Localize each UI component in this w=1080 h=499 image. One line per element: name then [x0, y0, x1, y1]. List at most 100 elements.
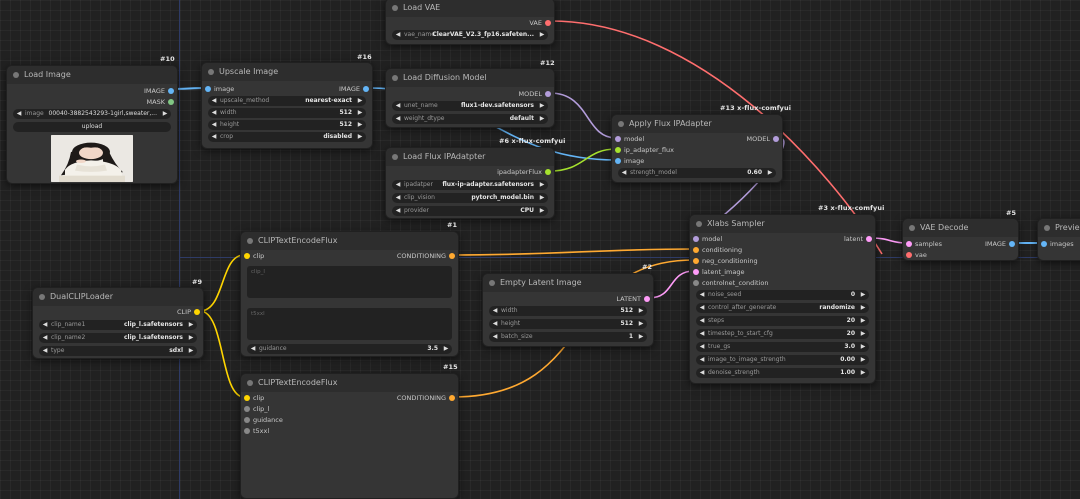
input-controlnet-condition[interactable]: controlnet_condition	[690, 278, 769, 288]
node-vae-decode[interactable]: VAE Decode samples IMAGE vae	[902, 218, 1019, 261]
output-image[interactable]: IMAGE	[144, 86, 177, 96]
output-dot-icon[interactable]	[194, 309, 200, 315]
node-title[interactable]: Xlabs Sampler	[690, 215, 875, 233]
input-dot-icon[interactable]	[244, 428, 250, 434]
arrow-right-icon[interactable]: ▶	[188, 334, 194, 341]
noise-seed-widget[interactable]: ◀ noise_seed 0 ▶	[696, 290, 869, 300]
weight-dtype-widget[interactable]: ◀ weight_dtype default ▶	[392, 114, 548, 124]
output-dot-icon[interactable]	[449, 253, 455, 259]
clip-name1-widget[interactable]: ◀ clip_name1 clip_l.safetensors ▶	[39, 320, 197, 330]
node-load-diffusion-model[interactable]: Load Diffusion Model MODEL ◀ unet_name f…	[385, 68, 555, 128]
node-clip-text-encode-flux-1[interactable]: CLIPTextEncodeFlux clip CONDITIONING cli…	[240, 231, 459, 357]
node-empty-latent-image[interactable]: Empty Latent Image LATENT ◀ width 512 ▶ …	[482, 273, 654, 347]
denoise-strength-widget[interactable]: ◀ denoise_strength 1.00 ▶	[696, 368, 869, 378]
ipadatper-widget[interactable]: ◀ ipadatper flux-ip-adapter.safetensors …	[392, 180, 548, 190]
collapse-dot-icon[interactable]	[13, 72, 19, 78]
collapse-dot-icon[interactable]	[392, 154, 398, 160]
input-ip-adapter-flux[interactable]: ip_adapter_flux	[612, 145, 674, 155]
output-dot-icon[interactable]	[545, 20, 551, 26]
upscale-method-widget[interactable]: ◀ upscale_method nearest-exact ▶	[208, 96, 366, 106]
arrow-left-icon[interactable]: ◀	[699, 369, 705, 376]
arrow-right-icon[interactable]: ▶	[638, 307, 644, 314]
input-dot-icon[interactable]	[693, 236, 699, 242]
output-conditioning[interactable]: CONDITIONING	[397, 251, 458, 261]
true-gs-widget[interactable]: ◀ true_gs 3.0 ▶	[696, 342, 869, 352]
output-model[interactable]: MODEL	[519, 89, 554, 99]
node-title[interactable]: VAE Decode	[903, 219, 1018, 237]
arrow-left-icon[interactable]: ◀	[699, 291, 705, 298]
arrow-left-icon[interactable]: ◀	[492, 333, 498, 340]
arrow-right-icon[interactable]: ▶	[860, 304, 866, 311]
arrow-right-icon[interactable]: ▶	[188, 347, 194, 354]
input-samples[interactable]: samples	[903, 239, 942, 249]
width-widget[interactable]: ◀ width 512 ▶	[489, 306, 647, 316]
guidance-widget[interactable]: ◀ guidance 3.5 ▶	[247, 344, 452, 354]
input-dot-icon[interactable]	[205, 86, 211, 92]
arrow-left-icon[interactable]: ◀	[395, 181, 401, 188]
input-dot-icon[interactable]	[906, 252, 912, 258]
node-clip-text-encode-flux-2[interactable]: CLIPTextEncodeFlux clip CONDITIONING cli…	[240, 373, 459, 499]
crop-widget[interactable]: ◀ crop disabled ▶	[208, 132, 366, 142]
arrow-left-icon[interactable]: ◀	[699, 356, 705, 363]
arrow-left-icon[interactable]: ◀	[699, 304, 705, 311]
output-dot-icon[interactable]	[168, 88, 174, 94]
input-dot-icon[interactable]	[693, 247, 699, 253]
output-dot-icon[interactable]	[644, 296, 650, 302]
output-dot-icon[interactable]	[866, 236, 872, 242]
arrow-left-icon[interactable]: ◀	[395, 31, 401, 38]
input-dot-icon[interactable]	[244, 253, 250, 259]
collapse-dot-icon[interactable]	[247, 380, 253, 386]
arrow-right-icon[interactable]: ▶	[539, 102, 545, 109]
node-title[interactable]: Load VAE	[386, 0, 554, 17]
arrow-left-icon[interactable]: ◀	[211, 97, 217, 104]
arrow-right-icon[interactable]: ▶	[767, 169, 773, 176]
output-dot-icon[interactable]	[545, 169, 551, 175]
input-image[interactable]: image	[612, 156, 644, 166]
arrow-left-icon[interactable]: ◀	[250, 345, 256, 352]
arrow-left-icon[interactable]: ◀	[42, 321, 48, 328]
node-apply-flux-ipadapter[interactable]: Apply Flux IPAdapter model MODEL ip_adap…	[611, 114, 783, 183]
input-conditioning[interactable]: conditioning	[690, 245, 742, 255]
input-guidance[interactable]: guidance	[241, 415, 283, 425]
provider-widget[interactable]: ◀ provider CPU ▶	[392, 206, 548, 216]
width-widget[interactable]: ◀ width 512 ▶	[208, 108, 366, 118]
arrow-right-icon[interactable]: ▶	[357, 121, 363, 128]
input-dot-icon[interactable]	[1041, 241, 1047, 247]
arrow-left-icon[interactable]: ◀	[699, 317, 705, 324]
arrow-right-icon[interactable]: ▶	[357, 109, 363, 116]
input-dot-icon[interactable]	[615, 158, 621, 164]
input-clip[interactable]: clip	[241, 251, 264, 261]
arrow-right-icon[interactable]: ▶	[188, 321, 194, 328]
node-title[interactable]: Load Image	[7, 66, 177, 84]
input-dot-icon[interactable]	[615, 136, 621, 142]
arrow-left-icon[interactable]: ◀	[395, 115, 401, 122]
arrow-right-icon[interactable]: ▶	[357, 97, 363, 104]
arrow-right-icon[interactable]: ▶	[539, 31, 545, 38]
collapse-dot-icon[interactable]	[39, 294, 45, 300]
input-dot-icon[interactable]	[906, 241, 912, 247]
output-model[interactable]: MODEL	[747, 134, 782, 144]
node-load-flux-ipadapter[interactable]: Load Flux IPAdatpter ipadapterFlux ◀ ipa…	[385, 147, 555, 219]
arrow-left-icon[interactable]: ◀	[395, 194, 401, 201]
t5xxl-textarea[interactable]: t5xxl	[247, 308, 452, 340]
node-xlabs-sampler[interactable]: Xlabs Sampler model latent conditioning …	[689, 214, 876, 384]
input-dot-icon[interactable]	[693, 258, 699, 264]
arrow-right-icon[interactable]: ▶	[860, 356, 866, 363]
arrow-right-icon[interactable]: ▶	[860, 291, 866, 298]
vae-name-widget[interactable]: ◀ vae_name ClearVAE_V2.3_fp16.safeten...…	[392, 30, 548, 40]
input-dot-icon[interactable]	[244, 417, 250, 423]
arrow-left-icon[interactable]: ◀	[492, 307, 498, 314]
collapse-dot-icon[interactable]	[696, 221, 702, 227]
input-dot-icon[interactable]	[615, 147, 621, 153]
arrow-left-icon[interactable]: ◀	[492, 320, 498, 327]
node-title[interactable]: Apply Flux IPAdapter	[612, 115, 782, 133]
input-model[interactable]: model	[612, 134, 644, 144]
clip-vision-widget[interactable]: ◀ clip_vision pytorch_model.bin ▶	[392, 193, 548, 203]
output-latent[interactable]: latent	[844, 234, 875, 244]
arrow-left-icon[interactable]: ◀	[42, 347, 48, 354]
clip-l-textarea[interactable]: clip_l	[247, 266, 452, 298]
arrow-left-icon[interactable]: ◀	[699, 330, 705, 337]
arrow-right-icon[interactable]: ▶	[860, 369, 866, 376]
arrow-left-icon[interactable]: ◀	[211, 121, 217, 128]
